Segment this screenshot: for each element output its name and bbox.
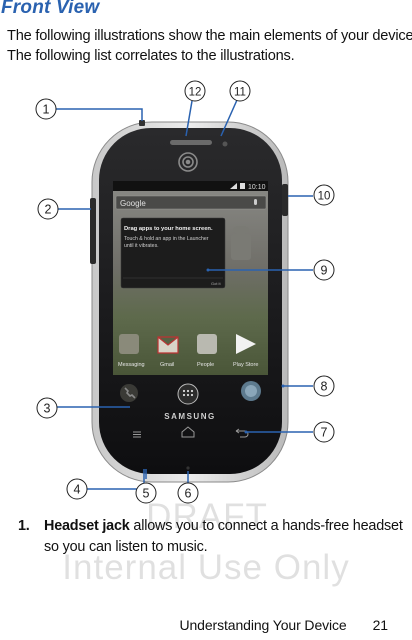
status-bar bbox=[113, 181, 268, 191]
list-item-number: 1. bbox=[18, 518, 30, 534]
people-icon bbox=[197, 334, 217, 354]
front-camera bbox=[222, 141, 228, 147]
callout-numbers: 1 2 3 4 5 6 7 8 9 10 11 12 bbox=[43, 87, 331, 501]
page-heading: Front View bbox=[1, 0, 100, 18]
app-row bbox=[119, 334, 256, 354]
phone-dock-icon bbox=[120, 384, 138, 402]
phone-front-illustration: 10:10 Google Drag apps to your home scre… bbox=[35, 80, 335, 504]
callout-8: 8 bbox=[321, 380, 328, 394]
gmail-icon bbox=[157, 336, 179, 354]
app-label: People bbox=[197, 362, 214, 368]
headset-jack bbox=[139, 120, 145, 126]
list-item-text: Headset jack allows you to connect a han… bbox=[44, 516, 412, 558]
operator-logo bbox=[178, 152, 198, 172]
power-key bbox=[282, 184, 288, 216]
app-label: Play Store bbox=[233, 362, 258, 368]
play-store-icon bbox=[236, 334, 256, 354]
mic-icon bbox=[254, 199, 257, 205]
search-bar bbox=[115, 195, 267, 210]
battery-icon bbox=[240, 183, 245, 189]
list-item-term: Headset jack bbox=[44, 518, 130, 534]
popup-body: Touch & hold an app in the Launcher bbox=[124, 236, 209, 242]
callout-2: 2 bbox=[45, 203, 52, 217]
callout-5: 5 bbox=[143, 487, 150, 501]
app-label: Messaging bbox=[118, 362, 145, 368]
menu-key-icon bbox=[133, 431, 141, 438]
app-label: Gmail bbox=[160, 362, 174, 368]
callout-11: 11 bbox=[234, 87, 246, 99]
callout-1: 1 bbox=[43, 103, 50, 117]
popup-title: Drag apps to your home screen. bbox=[124, 226, 213, 232]
status-time: 10:10 bbox=[248, 184, 266, 191]
internal-use-watermark: Internal Use Only bbox=[62, 548, 350, 587]
search-label: Google bbox=[120, 199, 146, 208]
browser-dock-icon bbox=[241, 381, 261, 401]
microphone bbox=[186, 466, 190, 470]
volume-key bbox=[90, 198, 96, 264]
callout-6: 6 bbox=[185, 487, 192, 501]
footer-section-title: Understanding Your Device bbox=[179, 617, 347, 633]
callout-10: 10 bbox=[318, 191, 331, 203]
list-item-description: allows you to connect a hands-free heads… bbox=[44, 518, 403, 555]
callout-3: 3 bbox=[44, 402, 51, 416]
intro-paragraph: The following illustrations show the mai… bbox=[7, 26, 412, 66]
popup-body: until it vibrates. bbox=[124, 243, 159, 249]
hint-popup bbox=[120, 217, 226, 289]
draft-watermark: DRAFT bbox=[146, 497, 268, 536]
signal-icon bbox=[230, 183, 237, 189]
callout-9: 9 bbox=[321, 264, 328, 278]
page-number: 21 bbox=[372, 617, 388, 633]
popup-button: Got it bbox=[211, 281, 221, 286]
home-key-icon bbox=[181, 426, 195, 438]
launcher-icon bbox=[177, 383, 199, 405]
android-figure bbox=[231, 226, 251, 260]
earpiece bbox=[170, 140, 212, 145]
callout-markers bbox=[35, 80, 335, 504]
messaging-icon bbox=[119, 334, 139, 354]
callout-dots bbox=[206, 268, 285, 434]
callout-7: 7 bbox=[321, 426, 328, 440]
intro-line: The following illustrations show the mai… bbox=[7, 28, 412, 44]
brand-logo: SAMSUNG bbox=[164, 412, 215, 421]
callout-12: 12 bbox=[189, 87, 202, 99]
callout-4: 4 bbox=[74, 483, 81, 497]
intro-line: The following list correlates to the ill… bbox=[7, 48, 295, 64]
page-footer: Understanding Your Device 21 bbox=[179, 617, 388, 633]
